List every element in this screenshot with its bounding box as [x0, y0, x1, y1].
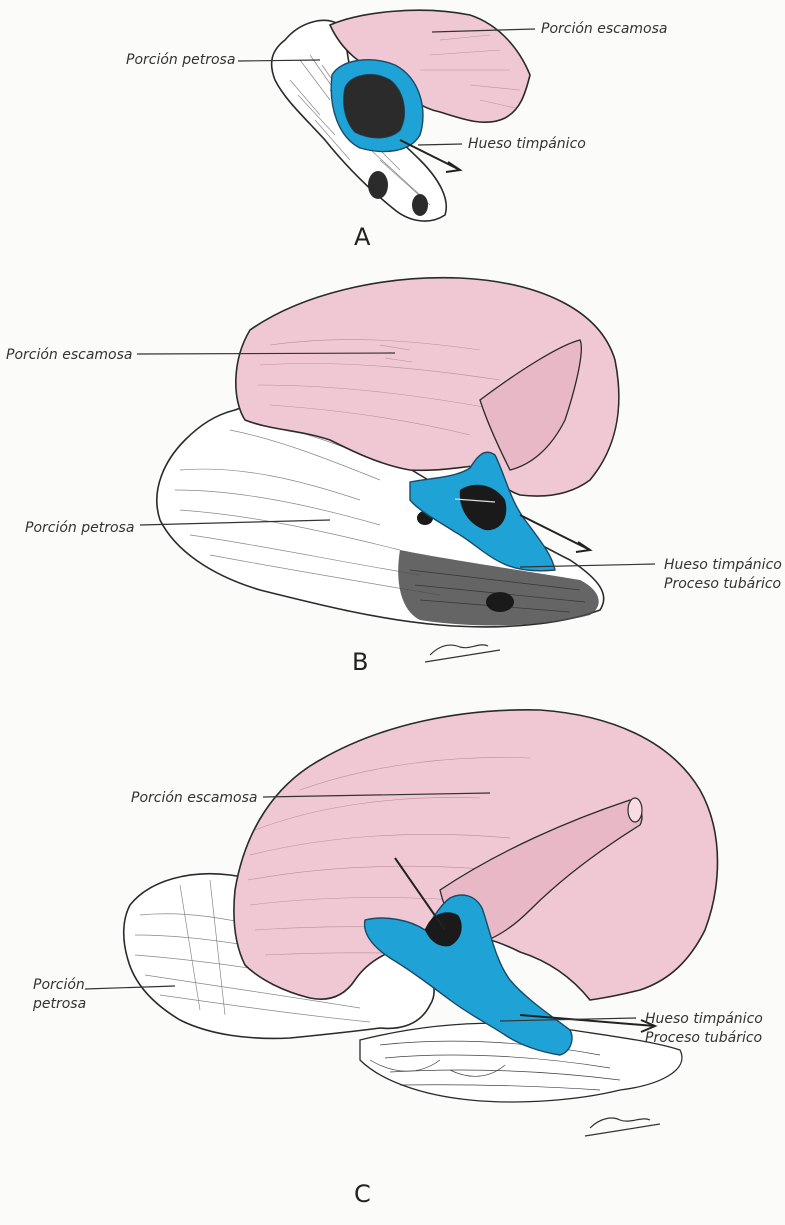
- panel-b: Porción escamosa Porción petrosa Hueso t…: [0, 250, 785, 680]
- label-squamous-a: Porción escamosa: [541, 21, 668, 38]
- artist-signature-b: [425, 645, 500, 662]
- label-tympanic-b: Hueso timpánico: [664, 557, 782, 574]
- panel-letter-a: A: [354, 223, 370, 251]
- cavity-b1: [486, 592, 514, 612]
- zygomatic-tip-c: [628, 798, 642, 822]
- label-tympanic-c: Hueso timpánico: [645, 1011, 763, 1028]
- label-tubal-b: Proceso tubárico: [664, 576, 781, 593]
- panel-letter-c: C: [354, 1180, 371, 1208]
- cavity-a2: [412, 194, 428, 216]
- label-tympanic-a: Hueso timpánico: [468, 136, 586, 153]
- label-tubal-c: Proceso tubárico: [645, 1030, 762, 1047]
- label-petrous-c-line2: petrosa: [33, 996, 86, 1013]
- panel-c: Porción escamosa Porción petrosa Hueso t…: [0, 680, 785, 1225]
- label-petrous-a: Porción petrosa: [126, 52, 235, 69]
- label-squamous-c: Porción escamosa: [131, 790, 258, 807]
- cavity-a1: [368, 171, 388, 199]
- panel-b-drawing: [0, 250, 785, 680]
- artist-signature-c: [585, 1118, 660, 1136]
- panel-c-drawing: [0, 680, 785, 1225]
- label-petrous-b: Porción petrosa: [25, 520, 134, 537]
- panel-a: Porción petrosa Porción escamosa Hueso t…: [0, 0, 785, 250]
- label-petrous-c-line1: Porción: [33, 977, 85, 994]
- label-squamous-b: Porción escamosa: [6, 347, 133, 364]
- panel-letter-b: B: [352, 648, 368, 676]
